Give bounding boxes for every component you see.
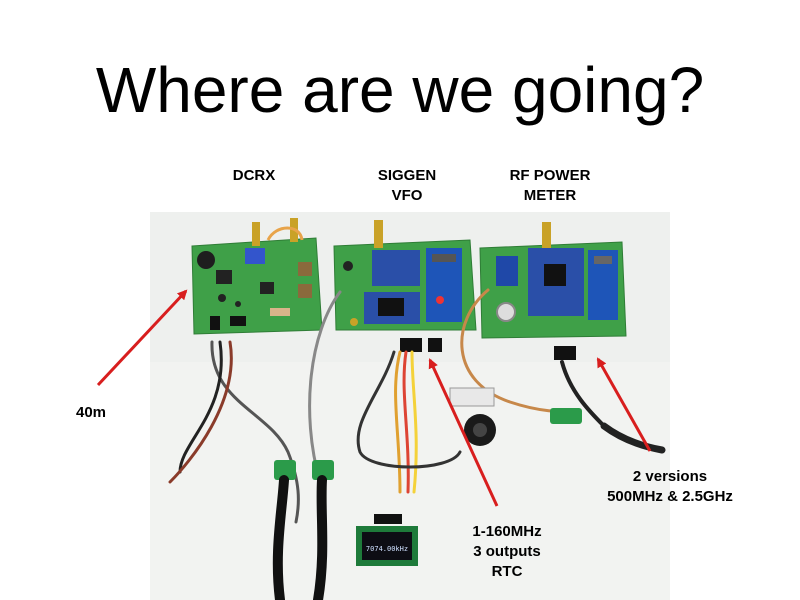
label-vfo-line1: 1-160MHz [472,523,542,540]
label-rf-line2: METER [523,187,577,204]
label-power-meter-versions: 2 versions 500MHz & 2.5GHz [570,467,770,507]
oled-text: 7074.00kHz [366,545,408,553]
dcrx-board [191,218,323,335]
oled-display: 7074.00kHz [356,514,418,566]
connector [550,408,582,424]
label-vfo-line3: RTC [491,563,523,580]
label-siggen-vfo: SIGGEN VFO [352,166,462,206]
terminal-block [312,460,334,480]
label-pm-line1: 2 versions [632,468,708,485]
rf-meter-board [479,222,627,360]
siggen-board [333,220,477,352]
slide-title: Where are we going? [95,54,705,126]
hardware-photo: 7074.00kHz [150,212,670,600]
label-vfo-specs: 1-160MHz 3 outputs RTC [452,522,562,582]
label-rf-power-meter: RF POWER METER [490,166,610,206]
label-siggen-line1: SIGGEN [377,167,437,184]
label-pm-line2: 500MHz & 2.5GHz [607,488,733,505]
label-dcrx-text: DCRX [232,167,276,184]
label-dcrx: DCRX [214,166,294,186]
label-rf-line1: RF POWER [509,167,591,184]
label-40m-text: 40m [76,404,107,421]
label-vfo-line2: 3 outputs [473,543,541,560]
label-40m: 40m [76,403,126,423]
terminal-block [274,460,296,480]
label-siggen-line2: VFO [391,187,423,204]
